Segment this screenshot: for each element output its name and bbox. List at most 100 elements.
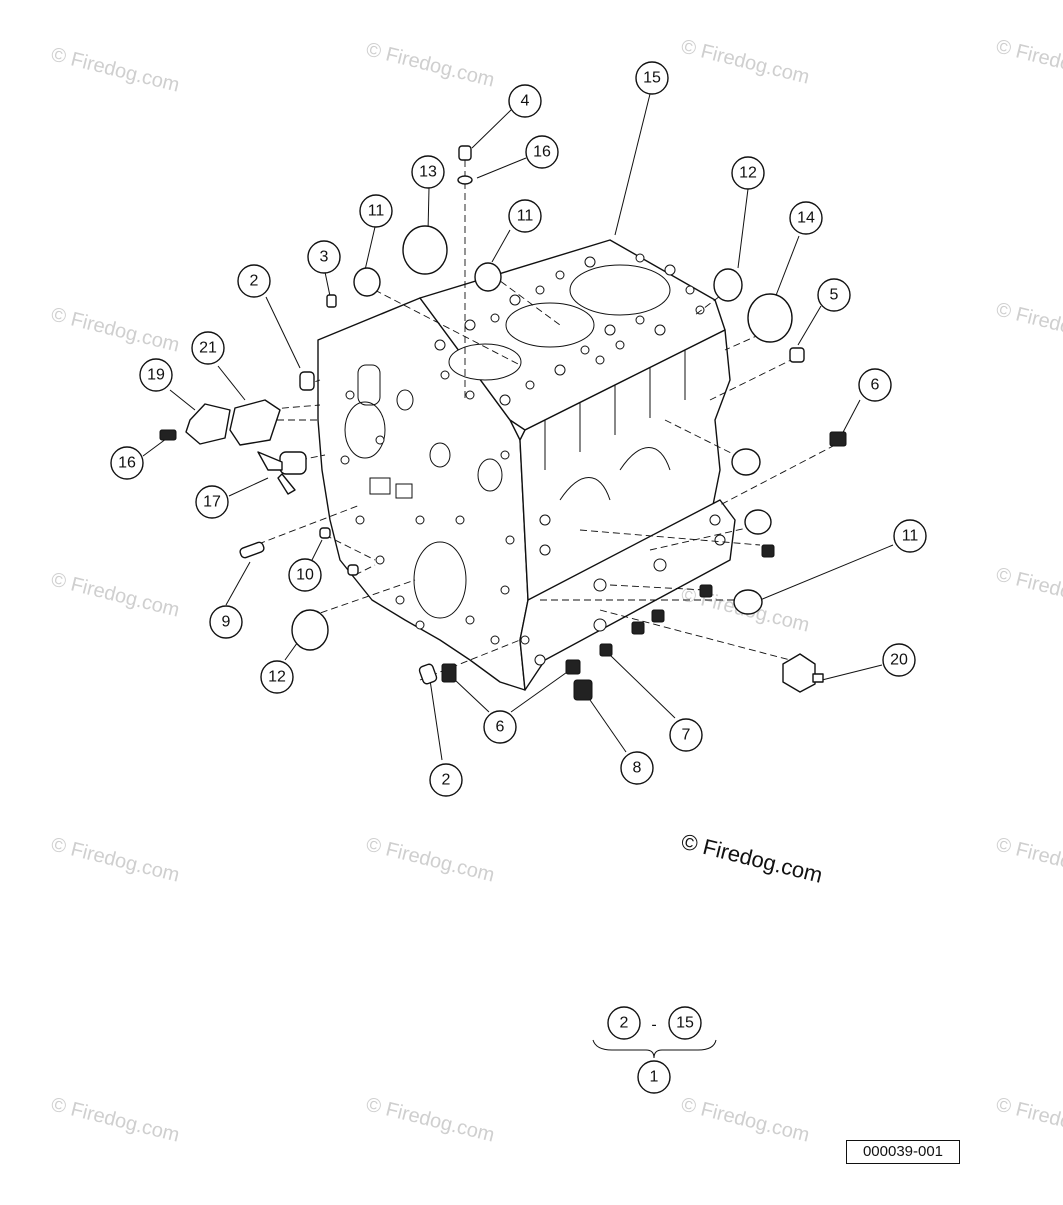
leader-lines [142,93,894,761]
threaded-plug-part-8 [573,679,593,701]
svg-text:8: 8 [633,760,642,777]
svg-text:19: 19 [147,367,165,384]
svg-text:13: 13 [419,164,437,181]
watermark: © Firedog.com [994,564,1063,617]
callout-17: 17 [195,485,229,519]
callout-13: 13 [411,155,445,189]
svg-text:2: 2 [250,273,259,290]
copyright-notice: © Firedog.com [679,829,825,888]
svg-text:15: 15 [676,1015,694,1032]
lower-rail-holes [520,514,726,666]
engine-block [317,239,736,691]
svg-text:9: 9 [222,614,231,631]
drain-cock-part-17 [257,451,307,495]
gasket-part-21 [229,399,281,446]
plug-part-7 [699,584,713,598]
callout-2: 2 [237,264,271,298]
callout-12: 12 [260,660,294,694]
svg-text:21: 21 [199,340,217,357]
callout-10: 10 [288,558,322,592]
svg-text:11: 11 [517,208,534,225]
reference-code-label: 000039-001 [846,1140,960,1164]
threaded-plug-part-6 [829,431,847,447]
expansion-plug-part-14 [747,293,793,343]
svg-text:20: 20 [890,652,908,669]
watermark: © Firedog.com [364,39,497,92]
svg-text:12: 12 [268,669,286,686]
watermark: © Firedog.com [994,36,1063,89]
seal-part-11 [744,509,772,535]
svg-text:5: 5 [830,287,839,304]
pin-part-2 [418,663,438,685]
plug-part-7 [631,621,645,635]
expansion-plug-part-11 [353,267,381,297]
pin-part-2 [299,371,315,391]
callout-6: 6 [858,368,892,402]
callout-2: 2 [429,763,463,797]
svg-text:4: 4 [521,93,530,110]
callout-7: 7 [669,718,703,752]
svg-text:16: 16 [118,455,136,472]
svg-text:11: 11 [368,203,385,220]
expansion-plug-part-12 [291,609,329,651]
assembly-group-label: 2 - 15 1 [592,1006,717,1094]
seal-part-11 [731,448,761,476]
o-ring-part-16 [457,175,473,185]
callout-11: 11 [893,519,927,553]
bolt-part-16 [159,429,177,441]
expansion-plug-part-12 [713,268,743,302]
callout-21: 21 [191,331,225,365]
svg-text:12: 12 [739,165,757,182]
cover-plate-part-19 [185,403,231,445]
expansion-plug-part-11 [474,262,502,292]
callout-12: 12 [731,156,765,190]
svg-text:1: 1 [650,1069,659,1086]
callout-5: 5 [817,278,851,312]
front-face-openings [340,364,515,645]
watermark: © Firedog.com [49,304,182,357]
block-front-face [317,297,529,691]
svg-text:7: 7 [682,727,691,744]
oil-pressure-switch-part-20 [782,653,824,693]
svg-text:16: 16 [533,144,551,161]
watermark: © Firedog.com [679,1094,812,1147]
svg-text:6: 6 [871,377,880,394]
plug-part-5 [789,347,805,363]
svg-text:14: 14 [797,210,815,227]
callout-9: 9 [209,605,243,639]
callout-6: 6 [483,710,517,744]
callout-3: 3 [307,240,341,274]
callout-16: 16 [110,446,144,480]
svg-text:10: 10 [296,567,314,584]
cylinder-bore [569,264,671,316]
watermark: © Firedog.com [364,834,497,887]
callout-15: 15 [635,61,669,95]
pin-part-3 [326,294,337,308]
dowel-part-10 [319,527,331,539]
group-from-callout: 2 [607,1006,641,1040]
watermark: © Firedog.com [49,569,182,622]
callout-19: 19 [139,358,173,392]
dowel-part-10 [347,564,359,576]
callout-16: 16 [525,135,559,169]
group-brace [592,1039,717,1059]
watermark: © Firedog.com [49,44,182,97]
callout-20: 20 [882,643,916,677]
callout-11: 11 [359,194,393,228]
cylinder-bore [505,302,595,348]
svg-text:11: 11 [902,528,919,545]
svg-text:6: 6 [496,719,505,736]
pin-part-9 [239,541,265,559]
svg-text:3: 3 [320,249,329,266]
svg-text:17: 17 [203,494,221,511]
watermark: © Firedog.com [994,834,1063,887]
svg-text:15: 15 [643,70,661,87]
loose-parts [159,145,847,701]
callout-11: 11 [508,199,542,233]
side-ribs [544,350,686,501]
callout-14: 14 [789,201,823,235]
plug-part-7 [761,544,775,558]
watermark: © Firedog.com [994,1094,1063,1147]
